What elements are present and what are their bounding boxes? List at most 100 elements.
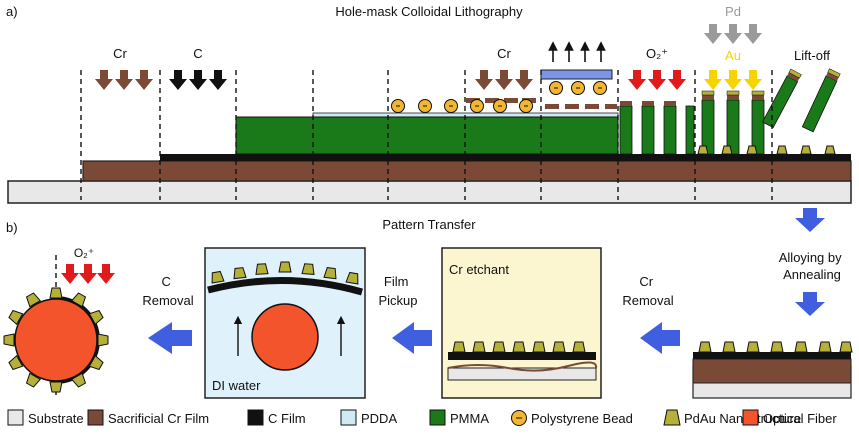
polystyrene-beads — [391, 81, 607, 113]
pdau-nanostructure — [278, 261, 292, 273]
pd-deposition-arrow — [724, 24, 742, 44]
pdau-nanostructure — [794, 341, 808, 353]
au-deposition-arrow — [724, 70, 742, 90]
c-deposition-arrow — [209, 70, 227, 90]
pdau-nanostructure — [49, 381, 63, 393]
cr-deposition-arrow — [475, 70, 493, 90]
annealed-stack — [692, 341, 853, 399]
film-pickup-arrow — [392, 322, 432, 354]
label-o2-b: O₂⁺ — [74, 246, 94, 260]
pmma-layer — [235, 116, 619, 155]
pdau-nanostructures-a — [697, 145, 836, 155]
c-film — [160, 154, 851, 161]
panel-a-letter: a) — [6, 4, 18, 19]
label-c: C — [193, 46, 202, 61]
legend-item: Substrate — [7, 409, 84, 426]
pdau-nanostructure — [71, 292, 87, 308]
o2-etch-arrow — [628, 70, 646, 90]
pdau-nanostructure — [552, 341, 566, 353]
o2-etch-arrow-b — [61, 264, 79, 284]
pdau-nanostructure — [746, 145, 758, 155]
pdau-nanostructure — [532, 341, 546, 353]
au-deposition-arrow — [744, 70, 762, 90]
pdau-nanostructure — [97, 333, 109, 347]
cr-deposition-arrow — [135, 70, 153, 90]
panel-b-title: Pattern Transfer — [382, 217, 476, 232]
legend-swatch — [742, 409, 759, 426]
label-di-water: DI water — [212, 378, 261, 393]
legend-item: Polystyrene Bead — [511, 410, 633, 426]
legend-swatch — [429, 409, 446, 426]
legend-label: C Film — [268, 411, 306, 426]
pdau-nanostructure — [323, 267, 337, 280]
legend-label: Optical Fiber — [763, 411, 837, 426]
panel-a-title: Hole-mask Colloidal Lithography — [335, 4, 523, 19]
di-water-bath: DI water — [204, 247, 366, 399]
label-cr-2: Cr — [497, 46, 511, 61]
pdau-nanostructure — [25, 372, 41, 388]
label-liftoff: Lift-off — [794, 48, 830, 63]
legend-item: PMMA — [429, 409, 489, 426]
pdau-nanostructure — [211, 270, 225, 284]
cr-removal-arrow — [640, 322, 680, 354]
pdau-nanostructure — [25, 292, 41, 308]
pdau-nanostructure — [255, 263, 269, 275]
pdau-nanostructure — [301, 263, 315, 275]
pd-deposition-arrow — [704, 24, 722, 44]
pdau-nanostructure — [233, 267, 247, 280]
alloy-arrow-bottom — [795, 292, 825, 316]
panel-b: b) Pattern Transfer Alloying by Annealin… — [3, 208, 853, 399]
legend-item: C Film — [247, 409, 306, 426]
step-separators — [80, 70, 773, 200]
o2-etch-arrow — [648, 70, 666, 90]
o2-etch-arrow-b — [97, 264, 115, 284]
legend-swatch — [247, 409, 264, 426]
pdau-nanostructure — [800, 145, 812, 155]
pdau-nanostructure — [839, 341, 853, 353]
pdau-nanostructure — [572, 341, 586, 353]
legend-swatch — [87, 409, 104, 426]
pdau-nanostructure — [722, 341, 736, 353]
cr-deposition-arrow — [515, 70, 533, 90]
label-alloying: Alloying by Annealing — [779, 250, 846, 282]
legend-item: PDDA — [340, 409, 397, 426]
pdau-nanostructure — [71, 372, 87, 388]
sacrificial-cr-film — [82, 160, 852, 182]
pdau-nanostructure — [8, 355, 24, 371]
pdau-nanostructure — [770, 341, 784, 353]
legend-label: PDDA — [361, 411, 397, 426]
cr-deposition-arrow — [95, 70, 113, 90]
legend-swatch — [663, 409, 681, 426]
cr-etchant-bath: Cr etchant — [441, 247, 602, 399]
pdau-nanostructure — [492, 341, 506, 353]
pdau-nanostructure — [721, 145, 733, 155]
pdau-nanostructure — [3, 333, 15, 347]
deposition-arrows — [95, 24, 762, 90]
legend-label: Substrate — [28, 411, 84, 426]
label-au: Au — [725, 48, 741, 63]
alloy-arrow-top — [795, 208, 825, 232]
legend-swatch — [340, 409, 357, 426]
legend-item: Sacrificial Cr Film — [87, 409, 209, 426]
label-cr-1: Cr — [113, 46, 127, 61]
pdau-nanostructure — [472, 341, 486, 353]
pdau-nanostructure — [512, 341, 526, 353]
pmma-pillars — [619, 90, 765, 155]
label-pd: Pd — [725, 4, 741, 19]
pdau-nanostructure — [88, 309, 104, 325]
legend-label: PMMA — [450, 411, 489, 426]
o2-etch-arrow-b — [79, 264, 97, 284]
pdau-nanostructure — [49, 287, 63, 299]
substrate-layer — [7, 180, 852, 204]
pdau-nanostructure — [818, 341, 832, 353]
c-deposition-arrow — [189, 70, 207, 90]
legend: Substrate Sacrificial Cr Film C Film PDDA PM… — [7, 409, 837, 426]
lift-arrows — [548, 41, 606, 62]
lifted-pillars — [762, 68, 841, 133]
label-cr-removal: Cr Removal — [622, 274, 673, 308]
pdau-nanostructure — [88, 355, 104, 371]
legend-swatch — [7, 409, 24, 426]
legend-label: Sacrificial Cr Film — [108, 411, 209, 426]
pdau-nanostructure — [345, 271, 359, 285]
